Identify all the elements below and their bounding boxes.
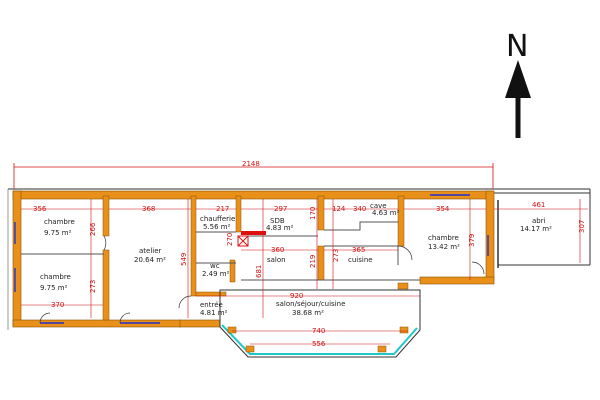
dim-379: 379 — [468, 234, 476, 247]
dim-273a: 273 — [89, 280, 97, 293]
room-chambre-e-name: chambre — [428, 234, 459, 242]
dim-219: 219 — [309, 255, 317, 268]
abri-area — [490, 189, 591, 268]
room-atelier-area: 20.64 m² — [134, 256, 166, 264]
room-abri-area: 14.17 m² — [520, 225, 552, 233]
room-salon-name: salon — [267, 256, 286, 264]
dim-270: 270 — [226, 233, 234, 246]
room-labels: chambre 9.75 m² chambre 9.75 m² atelier … — [40, 202, 552, 317]
interior-walls — [102, 195, 405, 321]
dim-360: 360 — [271, 246, 284, 254]
room-chaufferie-area: 5.56 m² — [203, 223, 231, 231]
dim-681: 681 — [255, 265, 263, 278]
room-sejour-name: salon/séjour/cuisine — [276, 300, 345, 308]
room-chambre-nw-area: 9.75 m² — [44, 229, 72, 237]
dim-124: 124 — [332, 205, 346, 213]
room-chambre-sw-name: chambre — [40, 273, 71, 281]
doors — [39, 235, 485, 324]
north-arrow-icon: N — [505, 29, 531, 138]
room-chambre-sw-area: 9.75 m² — [40, 284, 68, 292]
room-chambre-e-area: 13.42 m² — [428, 243, 460, 251]
bay-window — [219, 282, 421, 358]
dim-307: 307 — [578, 220, 586, 233]
room-sdb-name: SDB — [270, 217, 285, 225]
room-cave-name: cave — [370, 202, 387, 210]
dim-356: 356 — [33, 205, 47, 213]
dim-354: 354 — [436, 205, 450, 213]
room-cuisine-name: cuisine — [348, 256, 373, 264]
dim-340: 340 — [353, 205, 366, 213]
room-sdb-area: 4.83 m² — [266, 224, 294, 232]
sdb-highlight-wall — [237, 231, 266, 247]
dim-740: 740 — [312, 327, 325, 335]
dim-370: 370 — [51, 301, 64, 309]
dim-368: 368 — [142, 205, 155, 213]
vertical-dim-lines — [90, 199, 581, 318]
dim-556: 556 — [312, 340, 326, 348]
north-label: N — [506, 29, 528, 64]
room-abri-name: abri — [532, 217, 546, 225]
windows — [14, 194, 489, 324]
room-entree-name: entrée — [200, 301, 223, 309]
dim-266: 266 — [89, 222, 97, 236]
room-chambre-nw-name: chambre — [44, 218, 75, 226]
overall-dimension: 2148 — [13, 160, 494, 190]
dimension-labels: 356 368 217 297 124 340 354 461 360 365 … — [33, 201, 586, 348]
dim-overall: 2148 — [242, 160, 260, 168]
room-wc-name: wc — [210, 262, 220, 270]
room-chaufferie-name: chaufferie — [200, 215, 235, 223]
room-sejour-area: 38.68 m² — [292, 309, 324, 317]
dim-273b: 273 — [332, 249, 340, 262]
horizontal-dim-lines — [21, 208, 588, 345]
room-entree-area: 4.81 m² — [200, 309, 228, 317]
dim-461: 461 — [532, 201, 545, 209]
dim-920: 920 — [290, 292, 303, 300]
room-atelier-name: atelier — [139, 247, 162, 255]
dim-365: 365 — [352, 246, 365, 254]
dim-297: 297 — [274, 205, 287, 213]
exterior-walls — [12, 190, 495, 328]
room-wc-area: 2.49 m² — [202, 270, 230, 278]
north-arrow-head — [505, 60, 531, 98]
dim-217: 217 — [216, 205, 229, 213]
dim-170: 170 — [309, 207, 317, 220]
dim-549: 549 — [180, 253, 188, 266]
room-cave-area: 4.63 m² — [372, 209, 400, 217]
